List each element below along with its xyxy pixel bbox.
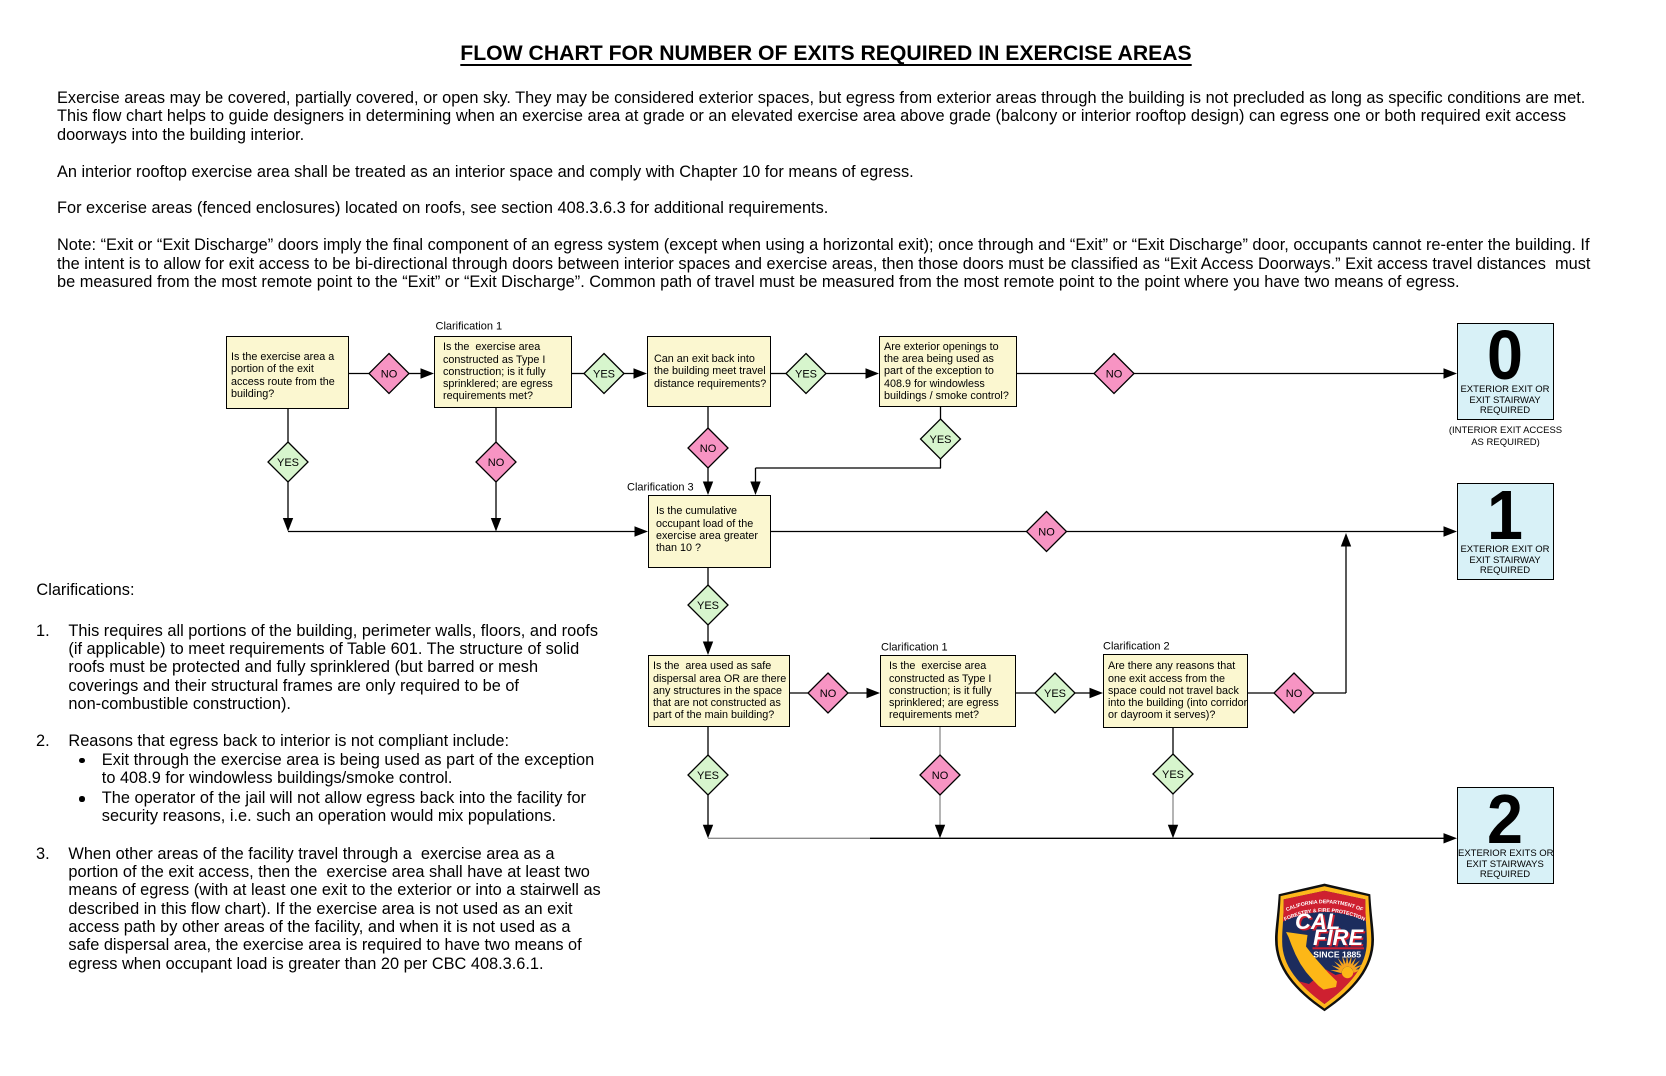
svg-text:SINCE 1885: SINCE 1885 — [1313, 949, 1361, 959]
svg-text:NO: NO — [700, 443, 717, 455]
svg-text:YES: YES — [697, 770, 719, 782]
svg-text:NO: NO — [1038, 527, 1055, 539]
svg-text:YES: YES — [697, 600, 719, 612]
svg-text:Clarification 2: Clarification 2 — [1103, 641, 1170, 653]
svg-text:CAL: CAL — [1295, 909, 1340, 934]
svg-text:Clarification 1: Clarification 1 — [881, 642, 948, 654]
svg-text:NO: NO — [820, 688, 837, 700]
svg-text:YES: YES — [929, 434, 951, 446]
svg-text:NO: NO — [381, 369, 398, 381]
svg-text:NO: NO — [932, 770, 949, 782]
svg-text:YES: YES — [593, 369, 615, 381]
svg-text:YES: YES — [1044, 688, 1066, 700]
svg-text:CAL: CAL — [1297, 910, 1342, 935]
svg-text:NO: NO — [488, 457, 505, 469]
svg-text:YES: YES — [1162, 769, 1184, 781]
svg-text:Clarification 3: Clarification 3 — [627, 482, 694, 494]
svg-text:NO: NO — [1286, 688, 1303, 700]
svg-text:Clarification 1: Clarification 1 — [436, 321, 503, 333]
svg-text:YES: YES — [277, 457, 299, 469]
svg-text:YES: YES — [795, 369, 817, 381]
svg-text:FIRE: FIRE — [1313, 925, 1364, 950]
svg-text:NO: NO — [1106, 369, 1123, 381]
